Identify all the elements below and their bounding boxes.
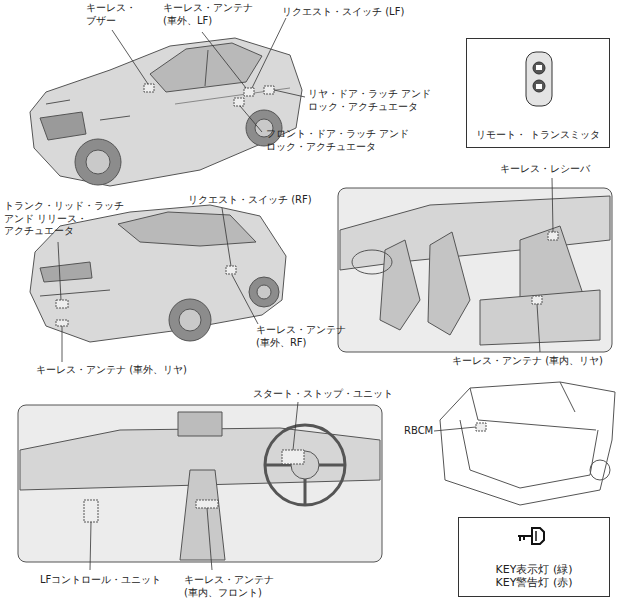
remote-fob [526,52,552,106]
interior-view [338,188,612,352]
dashboard-view [18,405,382,562]
part-label: キーレス・アンテナ (車外、リヤ) [36,364,187,377]
part-label: トランク・リッド・ラッチ アンド リリース・ アクチュエータ [4,200,134,238]
key-indicator-icon [518,528,544,544]
part-label: キーレス・ ブザー [86,2,150,27]
part-label: フロント・ドア・ラッチ アンド ロック・アクチュエータ [266,128,416,153]
part-label: キーレス・アンテナ (車外、RF) [256,324,368,349]
part-label: キーレス・アンテナ (車内、フロント) [184,574,302,599]
part-label: リヤ・ドア・ラッチ アンド ロック・アクチュエータ [308,88,450,113]
part-label: キーレス・アンテナ (車外、LF) [163,2,275,27]
box-text: リモート・ トランスミッタ [476,129,599,142]
part-label: リクエスト・スイッチ (LF) [282,6,404,19]
leader-lines [58,18,553,570]
box-text: KEY警告灯 (赤) [496,576,573,590]
part-label: スタート・ストップ・ユニット [253,388,393,401]
part-label: キーレス・アンテナ (車内、リヤ) [452,355,603,368]
trunk-view [440,382,615,505]
car-front-view [30,38,302,186]
part-label: RBCM [404,425,433,438]
part-label: キーレス・レシーバ [500,163,590,176]
part-label: リクエスト・スイッチ (RF) [188,194,312,207]
transmitter-box: リモート・ トランスミッタ [466,38,610,148]
indicator-box: KEY表示灯 (緑)KEY警告灯 (赤) [458,517,610,597]
box-text: KEY表示灯 (緑) [496,563,573,577]
part-label: LFコントロール・ユニット [40,574,161,587]
